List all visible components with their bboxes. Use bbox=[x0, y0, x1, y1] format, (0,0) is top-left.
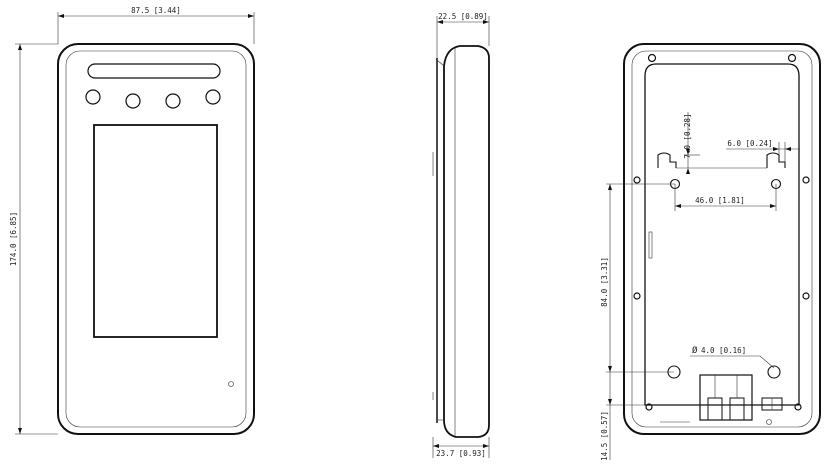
side-view: 22.5 [0.89] 23.7 [0.93] bbox=[432, 12, 490, 458]
rear-view: 7.0 [0.28] 6.0 [0.24] 46.0 [1.81] 84.0 [… bbox=[600, 43, 821, 461]
sensor-1 bbox=[85, 89, 101, 105]
bottom-offset-label: 14.5 [0.57] bbox=[600, 411, 609, 461]
mount-hole-bottom-right bbox=[767, 365, 781, 379]
side-top-depth-label: 22.5 [0.89] bbox=[438, 12, 488, 21]
sensor-3 bbox=[165, 93, 181, 109]
rear-recess bbox=[644, 63, 800, 406]
hook-width-label: 6.0 [0.24] bbox=[727, 139, 772, 148]
display-screen bbox=[93, 124, 218, 338]
front-inner-bezel bbox=[65, 50, 247, 428]
indicator-dot bbox=[228, 381, 234, 387]
front-height-label: 174.0 [6.85] bbox=[9, 212, 18, 266]
side-bottom-depth-label: 23.7 [0.93] bbox=[436, 449, 486, 458]
rear-outer-body bbox=[623, 43, 821, 435]
corner-screws bbox=[633, 53, 810, 411]
hole-diameter-label: 4.0 [0.16] bbox=[701, 346, 746, 355]
diameter-symbol: Ø bbox=[692, 345, 698, 356]
light-bar bbox=[87, 63, 221, 79]
front-view: 87.5 [3.44] 174.0 [6.85] bbox=[9, 6, 255, 435]
hole-spacing-label: 46.0 [1.81] bbox=[695, 196, 745, 205]
rear-inner-rim bbox=[631, 50, 813, 428]
sensor-2 bbox=[125, 93, 141, 109]
sensor-4 bbox=[205, 89, 221, 105]
vertical-spacing-label: 84.0 [3.31] bbox=[600, 257, 609, 307]
side-slot bbox=[648, 231, 653, 259]
hook-left bbox=[657, 152, 677, 168]
hook-height-label: 7.0 [0.28] bbox=[683, 113, 692, 158]
front-outer-body bbox=[57, 43, 255, 435]
front-width-label: 87.5 [3.44] bbox=[131, 6, 181, 15]
side-body-profile bbox=[443, 45, 490, 438]
hook-right bbox=[766, 152, 786, 168]
connector-block bbox=[699, 374, 783, 421]
